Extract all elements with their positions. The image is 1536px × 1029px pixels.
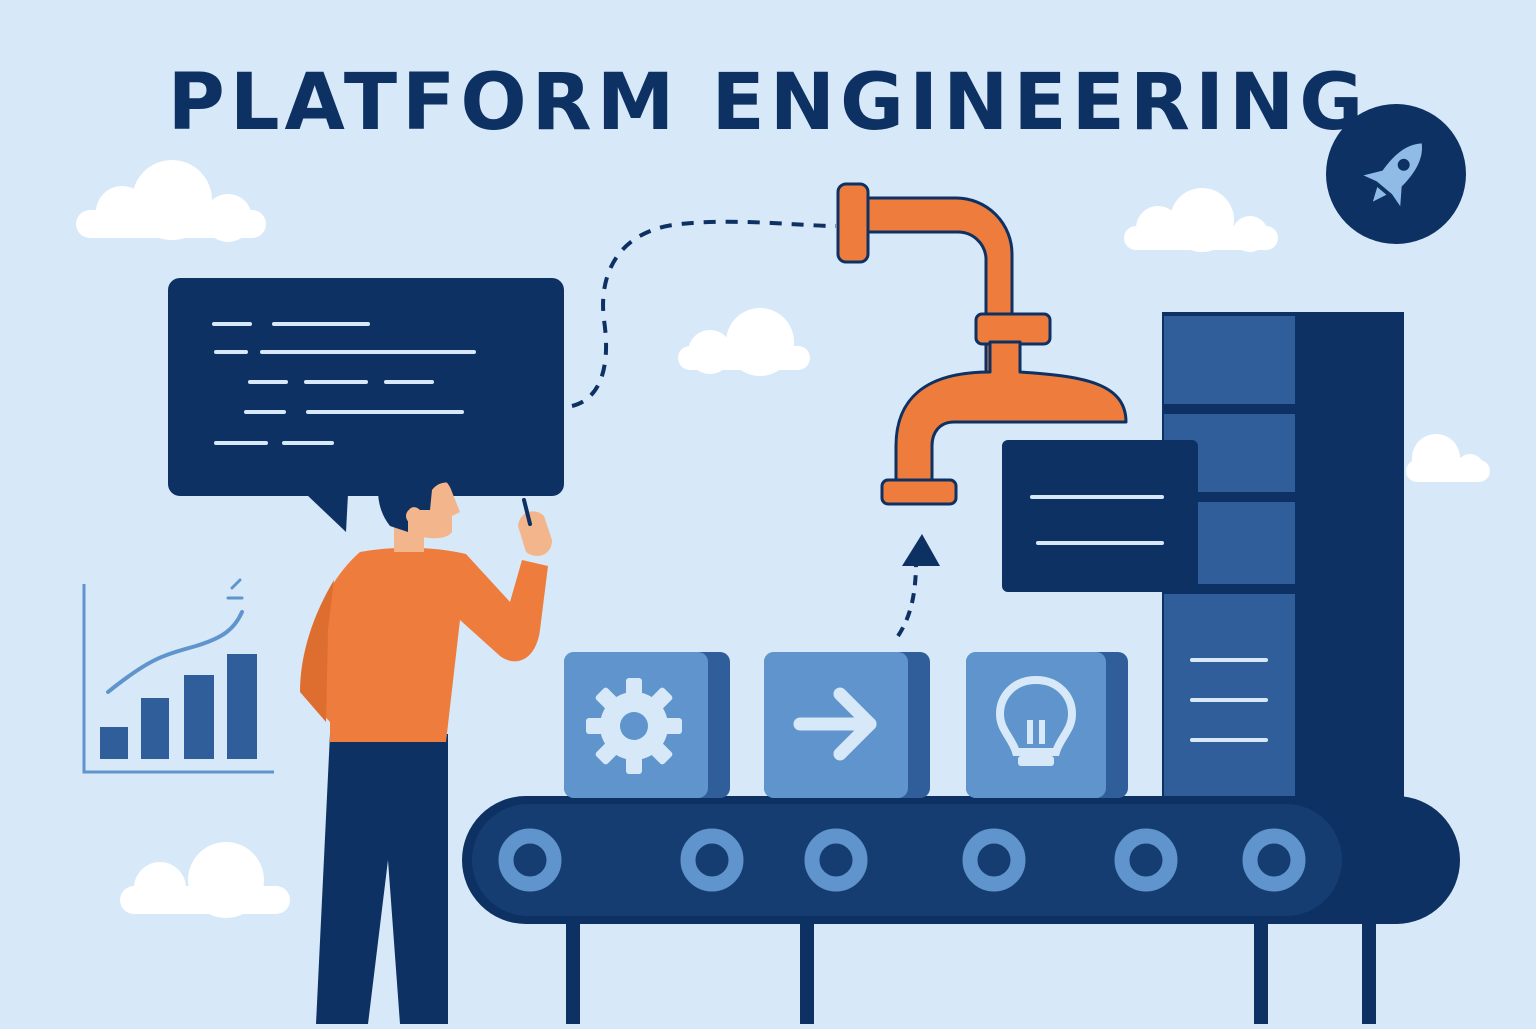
- rocket-icon: [1363, 143, 1422, 207]
- sparkle-marks: [226, 578, 244, 600]
- person-left-arm: [300, 580, 334, 722]
- cloud-top-right: [1124, 188, 1278, 252]
- person-stylus: [522, 498, 532, 526]
- conveyor-rollers: [498, 828, 1306, 892]
- arrow-right-icon: [793, 687, 877, 761]
- arrow-block: [764, 652, 930, 798]
- conveyor-legs: [566, 922, 1376, 1024]
- person-torso: [302, 547, 548, 742]
- cloud-bottom-left: [120, 842, 290, 918]
- chart-bar: [100, 727, 128, 759]
- rocket-badge: [1326, 104, 1466, 244]
- person-hair: [377, 448, 459, 532]
- code-speech-bubble: [168, 278, 564, 532]
- roller: [498, 828, 562, 892]
- roller: [1114, 828, 1178, 892]
- person: [300, 448, 552, 1024]
- growth-chart: [82, 578, 274, 774]
- roller: [804, 828, 868, 892]
- dashed-connector: [571, 219, 837, 408]
- lightbulb-icon: [995, 675, 1077, 766]
- cloud-top-left: [76, 160, 266, 242]
- lightbulb-block: [966, 652, 1128, 798]
- dispenser-panel: [1002, 440, 1198, 592]
- cloud-center: [678, 308, 810, 376]
- roller: [680, 828, 744, 892]
- trend-line: [106, 610, 244, 694]
- chart-bars: [100, 654, 257, 759]
- roller: [1242, 828, 1306, 892]
- person-legs: [316, 734, 448, 1024]
- up-arrow: [896, 534, 940, 638]
- chart-bar: [184, 675, 214, 759]
- code-lines: [212, 322, 476, 445]
- cloud-right: [1406, 434, 1490, 482]
- server-tower: [1162, 312, 1404, 800]
- gear-icon: [586, 678, 682, 774]
- page-title: PLATFORM ENGINEERING: [167, 58, 1369, 148]
- chart-bar: [141, 698, 169, 759]
- person-hand: [518, 511, 552, 556]
- chart-bar: [227, 654, 257, 759]
- gear-block: [564, 652, 730, 798]
- faucet: [836, 182, 1128, 506]
- roller: [962, 828, 1026, 892]
- conveyor-belt: [462, 796, 1460, 924]
- person-ear: [406, 508, 422, 524]
